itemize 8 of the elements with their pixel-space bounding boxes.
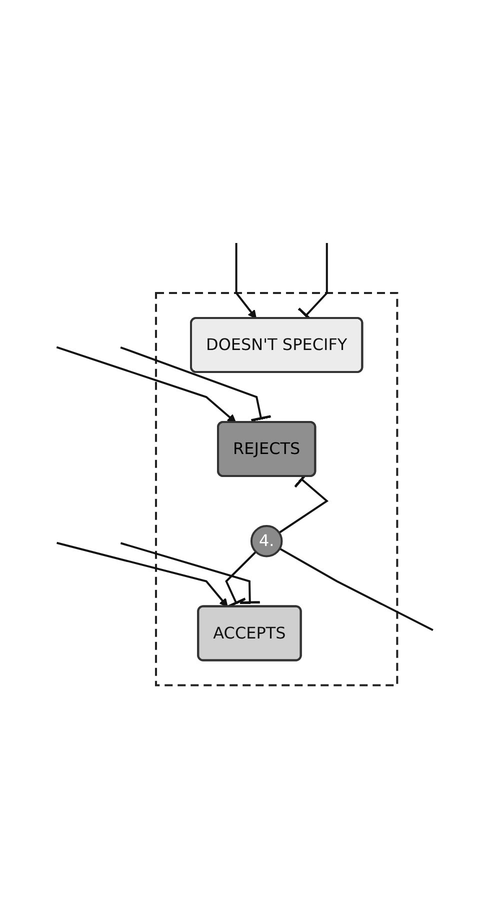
connector	[120, 346, 273, 422]
connector	[280, 548, 434, 631]
arrow	[56, 542, 228, 608]
connector	[120, 542, 262, 604]
arrow	[56, 346, 237, 423]
cluster	[155, 292, 399, 686]
node-circle: 4.	[250, 524, 284, 558]
arrow	[236, 242, 257, 319]
